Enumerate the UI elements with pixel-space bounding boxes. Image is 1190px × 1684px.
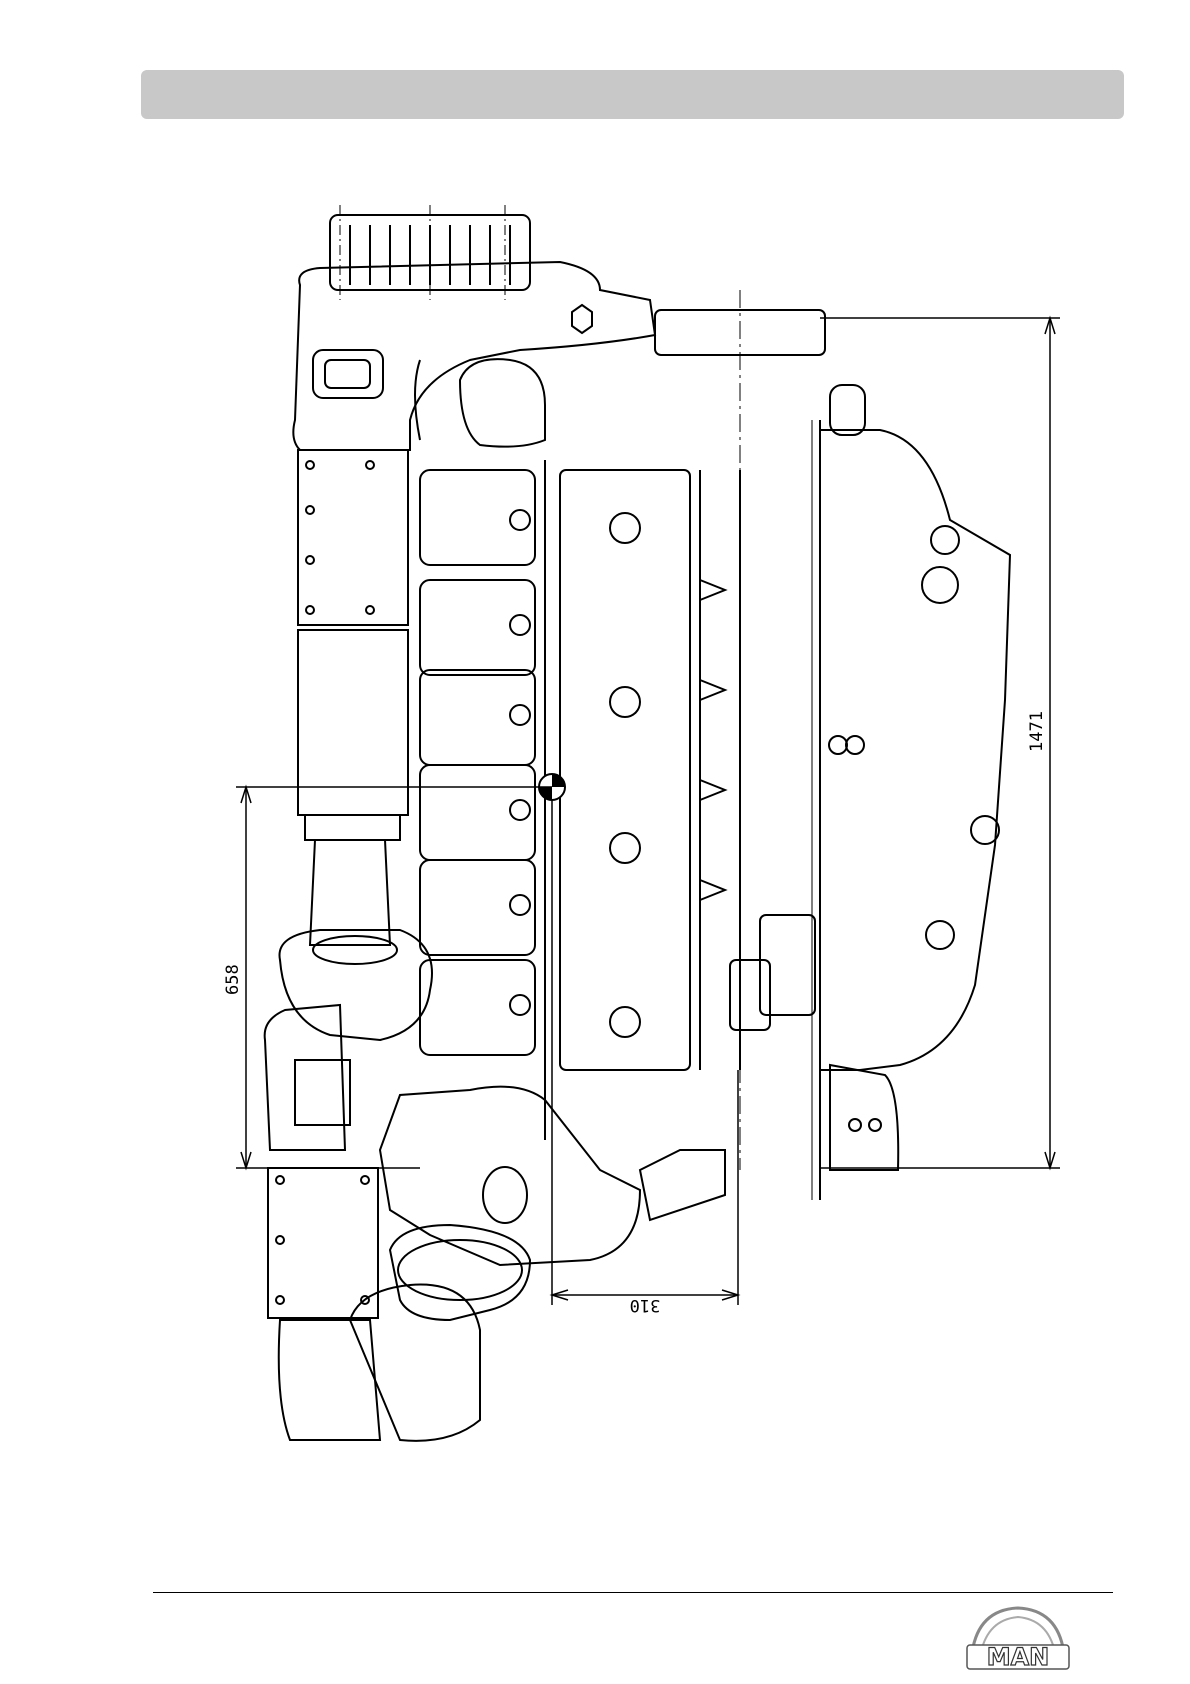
dim-label-658: 658 [223, 964, 243, 995]
footer-divider [153, 1592, 1113, 1593]
lower-left-housing [268, 1168, 480, 1441]
lower-turbocharger [280, 930, 433, 1040]
gear-housing-strip [700, 470, 740, 1070]
cylinder-heads [420, 470, 535, 1055]
intake-housing [330, 205, 530, 300]
flywheel-assembly [655, 290, 865, 1170]
starter-motor [730, 915, 815, 1030]
dim-label-310: 310 [630, 1295, 661, 1315]
engine-mount-foot [830, 1065, 898, 1170]
nut-symbol [572, 305, 592, 333]
man-logo: MAN [963, 1600, 1073, 1680]
upper-turbo [460, 359, 545, 447]
dim-label-1471: 1471 [1027, 711, 1047, 752]
oil-filter [483, 1167, 527, 1223]
manifold-port [313, 350, 383, 398]
crankcase-cover [545, 460, 690, 1140]
logo-text: MAN [987, 1643, 1050, 1671]
air-duct-upper [298, 450, 408, 625]
